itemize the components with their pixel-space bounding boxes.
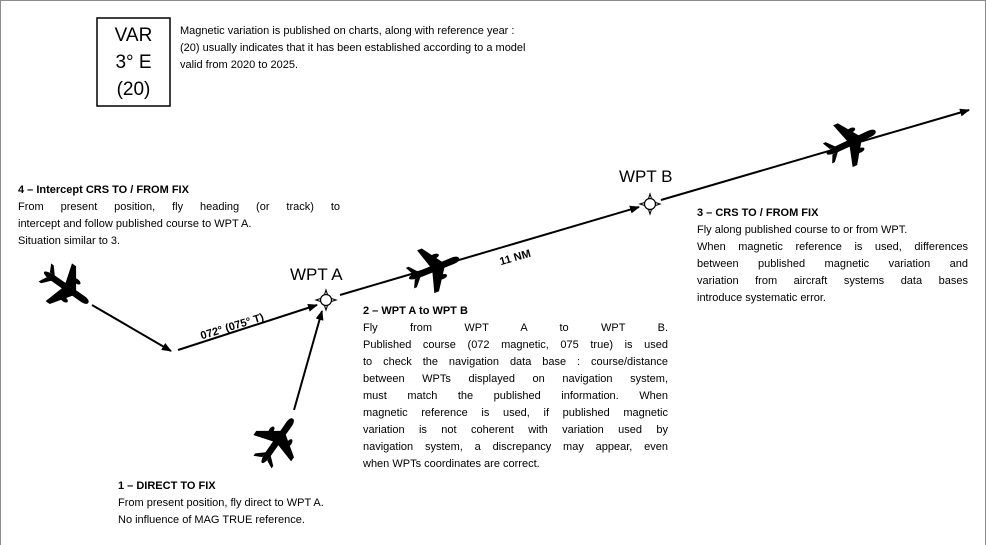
variation-note: Magnetic variation is published on chart… bbox=[180, 23, 526, 74]
section-body-line: variation is not coherent with variation… bbox=[363, 424, 668, 436]
section-a-to-b-title: 2 – WPT A to WPT B bbox=[363, 305, 468, 317]
course-label: 072° (075° T) bbox=[199, 312, 266, 343]
section-body-line: to check the navigation data base : cour… bbox=[363, 356, 668, 368]
course-leg-line bbox=[177, 303, 318, 351]
waypoint-b-icon bbox=[639, 193, 661, 215]
airplane-icon bbox=[400, 236, 468, 300]
section-body-line: introduce systematic error. bbox=[697, 292, 826, 304]
section-body-line: when WPTs coordinates are correct. bbox=[363, 458, 540, 470]
section-body-line: variation from aircraft systems data bas… bbox=[697, 275, 968, 287]
direct-leg-line bbox=[293, 310, 324, 411]
section-intercept-title: 4 – Intercept CRS TO / FROM FIX bbox=[18, 184, 189, 196]
waypoint-a-label: WPT A bbox=[290, 265, 343, 284]
section-body-line: between published magnetic variation and bbox=[697, 258, 968, 270]
section-body-line: From present position, fly heading (or t… bbox=[18, 201, 340, 213]
variation-note-line: Magnetic variation is published on chart… bbox=[180, 25, 515, 37]
section-body-line: magnetic reference is used, if published… bbox=[363, 407, 668, 419]
waypoint-b-label: WPT B bbox=[619, 167, 673, 186]
section-body-line: No influence of MAG TRUE reference. bbox=[118, 514, 305, 526]
airplane-icon bbox=[30, 253, 102, 322]
airplane-icon bbox=[816, 110, 886, 175]
var-box-year: (20) bbox=[116, 78, 151, 100]
outbound-leg-line bbox=[660, 108, 970, 201]
section-body-line: Fly along published course to or from WP… bbox=[697, 224, 908, 236]
section-crs: 3 – CRS TO / FROM FIX Fly along publishe… bbox=[697, 205, 968, 307]
variation-note-line: (20) usually indicates that it has been … bbox=[180, 42, 526, 54]
section-body-line: between WPTs displayed on navigation sys… bbox=[363, 373, 668, 385]
section-body-line: navigation system, a discrepancy may app… bbox=[363, 441, 668, 453]
var-box bbox=[96, 17, 171, 107]
var-box-value: 3° E bbox=[115, 51, 152, 73]
section-body-line: must match the published information. Wh… bbox=[363, 390, 668, 402]
waypoint-a-icon bbox=[315, 289, 337, 311]
section-direct: 1 – DIRECT TO FIX From present position,… bbox=[118, 478, 324, 529]
variation-note-line: valid from 2020 to 2025. bbox=[180, 59, 299, 71]
distance-label: 11 NM bbox=[498, 248, 532, 268]
section-direct-title: 1 – DIRECT TO FIX bbox=[118, 480, 216, 492]
intercept-leg-line bbox=[91, 304, 172, 352]
section-body-line: intercept and follow published course to… bbox=[18, 218, 252, 230]
section-body-line: Situation similar to 3. bbox=[18, 235, 121, 247]
section-body-line: Published course (072 magnetic, 075 true… bbox=[363, 339, 668, 351]
section-crs-title: 3 – CRS TO / FROM FIX bbox=[697, 207, 819, 219]
section-body-line: Fly from WPT A to WPT B. bbox=[363, 322, 668, 334]
section-body-line: From present position, fly direct to WPT… bbox=[118, 497, 324, 509]
var-box-label: VAR bbox=[114, 24, 153, 46]
airplane-icon bbox=[243, 405, 312, 477]
section-intercept: 4 – Intercept CRS TO / FROM FIX From pre… bbox=[18, 182, 340, 250]
var-box-text: VAR 3° E (20) bbox=[97, 18, 170, 106]
section-body-line: When magnetic reference is used, differe… bbox=[697, 241, 968, 253]
a-to-b-leg-line bbox=[339, 205, 640, 296]
section-a-to-b: 2 – WPT A to WPT B Fly from WPT A to WPT… bbox=[363, 303, 668, 473]
